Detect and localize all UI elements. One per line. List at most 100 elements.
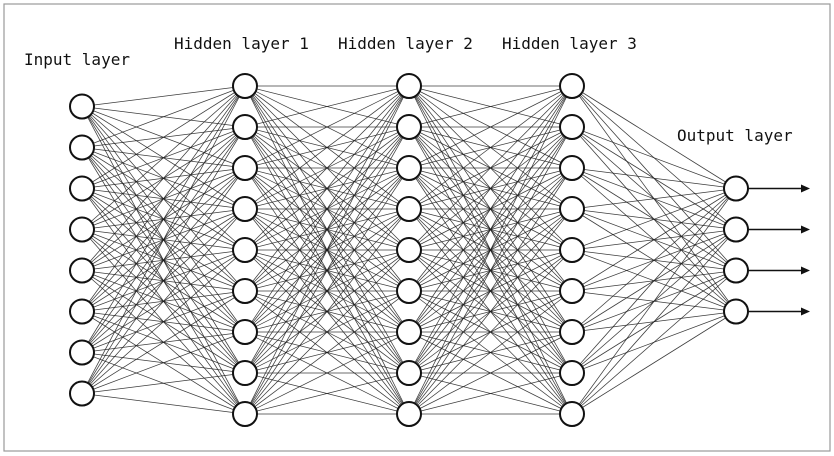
neuron-hidden-layer-2-4 (396, 196, 422, 222)
neuron-hidden-layer-3-2 (559, 114, 585, 140)
connection-l0n7-to-l1n5 (81, 290, 246, 394)
connection-l2n8-to-l3n2 (408, 167, 573, 415)
connection-l0n7-to-l1n1 (81, 126, 246, 394)
connection-l2n8-to-l3n7 (408, 372, 573, 415)
connection-l3n8-to-l4n1 (571, 229, 737, 415)
connection-l3n6-to-l4n0 (571, 188, 737, 333)
label-output-layer: Output layer (677, 126, 793, 145)
connection-l1n8-to-l2n7 (244, 372, 410, 415)
connection-l2n8-to-l3n4 (408, 249, 573, 415)
connection-l2n8-to-l3n6 (408, 331, 573, 415)
neuron-hidden-layer-3-6 (559, 278, 585, 304)
connection-l3n4-to-l4n0 (571, 188, 737, 251)
neuron-input-layer-8 (69, 380, 95, 407)
connection-l0n5-to-l1n0 (81, 85, 246, 312)
connection-l0n4-to-l1n0 (81, 85, 246, 271)
neuron-hidden-layer-3-7 (559, 319, 585, 345)
neuron-hidden-layer-3-9 (559, 401, 585, 427)
neuron-hidden-layer-2-2 (396, 114, 422, 140)
neurons (69, 73, 749, 427)
neuron-hidden-layer-1-5 (232, 237, 258, 263)
connection-l0n7-to-l1n6 (81, 331, 246, 394)
connection-l1n7-to-l2n0 (244, 85, 410, 374)
neuron-hidden-layer-1-3 (232, 155, 258, 181)
neuron-hidden-layer-2-8 (396, 360, 422, 386)
neuron-hidden-layer-1-2 (232, 114, 258, 140)
neuron-hidden-layer-3-3 (559, 155, 585, 181)
neuron-hidden-layer-3-4 (559, 196, 585, 222)
neuron-hidden-layer-2-3 (396, 155, 422, 181)
connection-l0n7-to-l1n7 (81, 372, 246, 394)
connection-l0n3-to-l1n0 (81, 85, 246, 230)
connection-l2n8-to-l3n1 (408, 126, 573, 415)
neuron-input-layer-5 (69, 257, 95, 284)
connection-l1n8-to-l2n5 (244, 290, 410, 415)
label-hidden-layer-3: Hidden layer 3 (502, 34, 637, 53)
connection-l2n2-to-l3n0 (408, 85, 573, 169)
connection-l2n3-to-l3n0 (408, 85, 573, 210)
neuron-output-layer-2 (723, 216, 749, 243)
label-hidden-layer-2: Hidden layer 2 (338, 34, 473, 53)
connection-l0n1-to-l1n0 (81, 85, 246, 148)
connection-l3n3-to-l4n0 (571, 188, 737, 210)
connection-l3n7-to-l4n0 (571, 188, 737, 374)
neuron-hidden-layer-3-5 (559, 237, 585, 263)
neuron-hidden-layer-2-7 (396, 319, 422, 345)
connection-l1n8-to-l2n0 (244, 85, 410, 415)
connection-l2n6-to-l3n0 (408, 85, 573, 333)
label-input-layer: Input layer (24, 50, 130, 69)
connection-l3n8-to-l4n3 (571, 311, 737, 415)
connections (81, 85, 737, 415)
connection-l1n4-to-l2n0 (244, 85, 410, 251)
connection-l1n8-to-l2n6 (244, 331, 410, 415)
connection-l3n1-to-l4n0 (571, 126, 737, 189)
connection-l1n2-to-l2n0 (244, 85, 410, 169)
connection-l0n7-to-l1n3 (81, 208, 246, 394)
diagram-frame (3, 3, 831, 452)
neuron-hidden-layer-1-4 (232, 196, 258, 222)
connection-l1n8-to-l2n1 (244, 126, 410, 415)
connection-l2n8-to-l3n5 (408, 290, 573, 415)
output-arrow-head-3 (801, 266, 810, 275)
neuron-input-layer-7 (69, 339, 95, 366)
label-hidden-layer-1: Hidden layer 1 (174, 34, 309, 53)
neuron-hidden-layer-1-9 (232, 401, 258, 427)
connection-l1n8-to-l2n3 (244, 208, 410, 415)
layer-labels: Input layer Hidden layer 1 Hidden layer … (24, 34, 793, 145)
output-arrows (748, 184, 810, 316)
neuron-hidden-layer-2-9 (396, 401, 422, 427)
connection-l0n2-to-l1n0 (81, 85, 246, 189)
connection-l1n5-to-l2n0 (244, 85, 410, 292)
connection-l0n7-to-l1n8 (81, 393, 246, 415)
connection-l2n5-to-l3n0 (408, 85, 573, 292)
connection-l3n8-to-l4n2 (571, 270, 737, 415)
connection-l3n8-to-l4n0 (571, 188, 737, 415)
connection-l0n7-to-l1n2 (81, 167, 246, 394)
connection-l3n0-to-l4n0 (571, 85, 737, 189)
connection-l2n7-to-l3n0 (408, 85, 573, 374)
neuron-hidden-layer-3-8 (559, 360, 585, 386)
output-arrow-head-2 (801, 225, 810, 234)
connection-l3n2-to-l4n0 (571, 167, 737, 189)
connection-l2n8-to-l3n0 (408, 85, 573, 415)
neuron-input-layer-6 (69, 298, 95, 325)
output-arrow-head-4 (801, 307, 810, 316)
neuron-hidden-layer-2-1 (396, 73, 422, 99)
connection-l2n1-to-l3n0 (408, 85, 573, 128)
neuron-input-layer-2 (69, 134, 95, 161)
neuron-hidden-layer-3-1 (559, 73, 585, 99)
neuron-input-layer-4 (69, 216, 95, 243)
neuron-output-layer-4 (723, 298, 749, 325)
neuron-hidden-layer-2-5 (396, 237, 422, 263)
connection-l2n4-to-l3n0 (408, 85, 573, 251)
neuron-hidden-layer-1-7 (232, 319, 258, 345)
connection-l1n1-to-l2n0 (244, 85, 410, 128)
neuron-input-layer-3 (69, 175, 95, 202)
neuron-output-layer-3 (723, 257, 749, 284)
connection-l3n5-to-l4n0 (571, 188, 737, 292)
neuron-hidden-layer-2-6 (396, 278, 422, 304)
connection-l1n6-to-l2n0 (244, 85, 410, 333)
neuron-hidden-layer-1-1 (232, 73, 258, 99)
connection-l1n8-to-l2n2 (244, 167, 410, 415)
